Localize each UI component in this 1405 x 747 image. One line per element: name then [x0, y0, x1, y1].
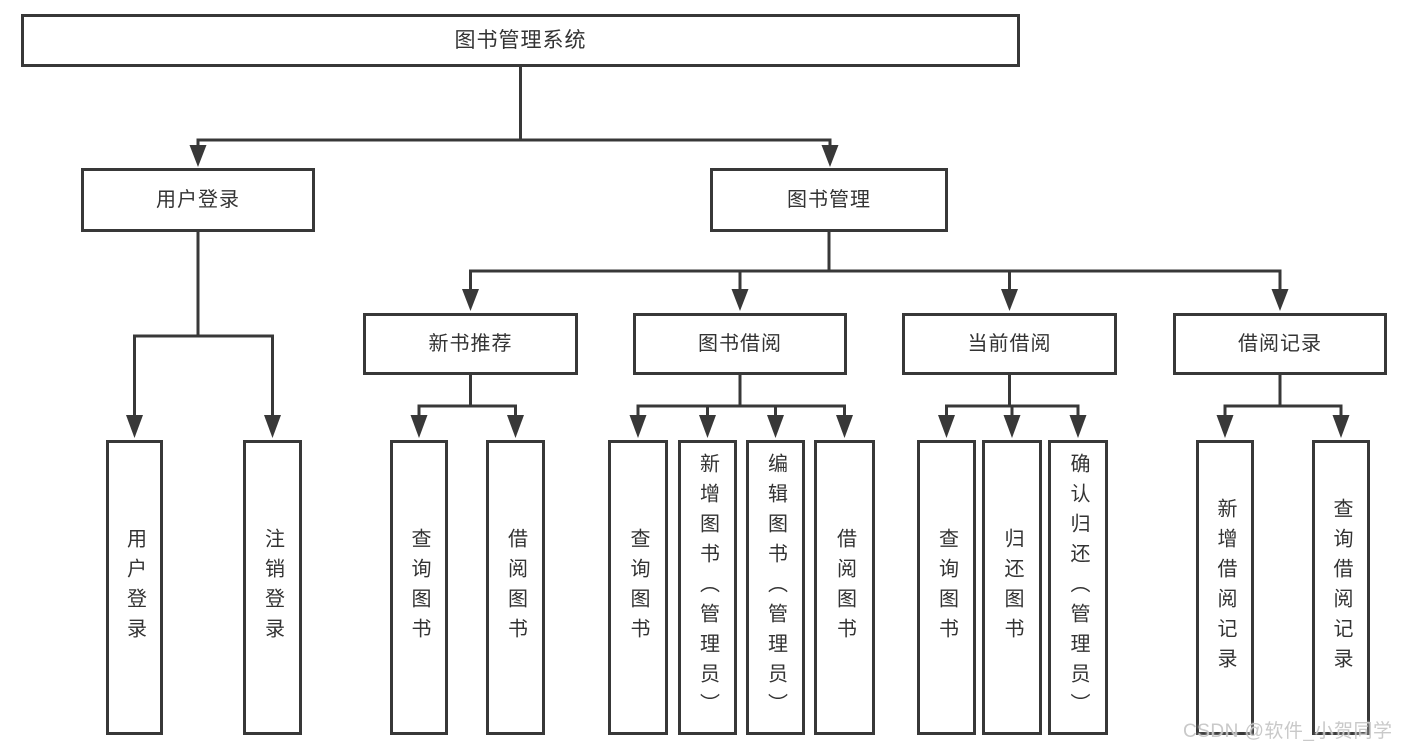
node-label: 查询图书	[935, 527, 958, 648]
node-label: 用户登录	[123, 527, 146, 648]
node-label: 确认归还（管理员）	[1067, 452, 1089, 723]
node-new-book-recommend: 新书推荐	[363, 313, 578, 375]
node-label: 当前借阅	[967, 333, 1052, 355]
leaf-nbr-query-books: 查询图书	[390, 440, 448, 735]
node-label: 查询借阅记录	[1330, 497, 1352, 678]
node-label: 图书管理系统	[454, 29, 587, 52]
node-label: 编辑图书（管理员）	[764, 452, 787, 723]
node-label: 用户登录	[156, 189, 240, 211]
leaf-logout: 注销登录	[243, 440, 302, 735]
node-user-login: 用户登录	[81, 168, 315, 232]
leaf-bb-add-books: 新增图书（管理员）	[678, 440, 737, 735]
node-label: 查询图书	[627, 527, 649, 648]
leaf-br-query-record: 查询借阅记录	[1312, 440, 1370, 735]
node-label: 借阅图书	[833, 527, 856, 648]
leaf-bb-edit-books: 编辑图书（管理员）	[746, 440, 805, 735]
leaf-nbr-borrow-books: 借阅图书	[486, 440, 545, 735]
node-current-borrowing: 当前借阅	[902, 313, 1117, 375]
node-label: 图书借阅	[698, 333, 782, 355]
node-library-management-system: 图书管理系统	[21, 14, 1020, 67]
node-label: 新书推荐	[428, 333, 513, 355]
leaf-user-login: 用户登录	[106, 440, 163, 735]
node-book-management: 图书管理	[710, 168, 948, 232]
node-label: 新增借阅记录	[1214, 497, 1236, 678]
leaf-cb-return-books: 归还图书	[982, 440, 1042, 735]
node-label: 借阅图书	[504, 527, 527, 648]
csdn-watermark: CSDN @软件_小贺同学	[1183, 721, 1393, 742]
node-label: 借阅记录	[1238, 333, 1322, 355]
leaf-bb-query-books: 查询图书	[608, 440, 668, 735]
node-borrowing-records: 借阅记录	[1173, 313, 1387, 375]
leaf-cb-query-books: 查询图书	[917, 440, 976, 735]
node-label: 查询图书	[408, 527, 430, 648]
node-label: 图书管理	[787, 189, 871, 211]
leaf-cb-confirm-return: 确认归还（管理员）	[1048, 440, 1108, 735]
leaf-bb-borrow-books: 借阅图书	[814, 440, 875, 735]
leaf-br-add-record: 新增借阅记录	[1196, 440, 1254, 735]
node-label: 归还图书	[1001, 527, 1023, 648]
node-book-borrowing: 图书借阅	[633, 313, 847, 375]
node-label: 注销登录	[261, 527, 284, 648]
node-label: 新增图书（管理员）	[696, 452, 719, 723]
